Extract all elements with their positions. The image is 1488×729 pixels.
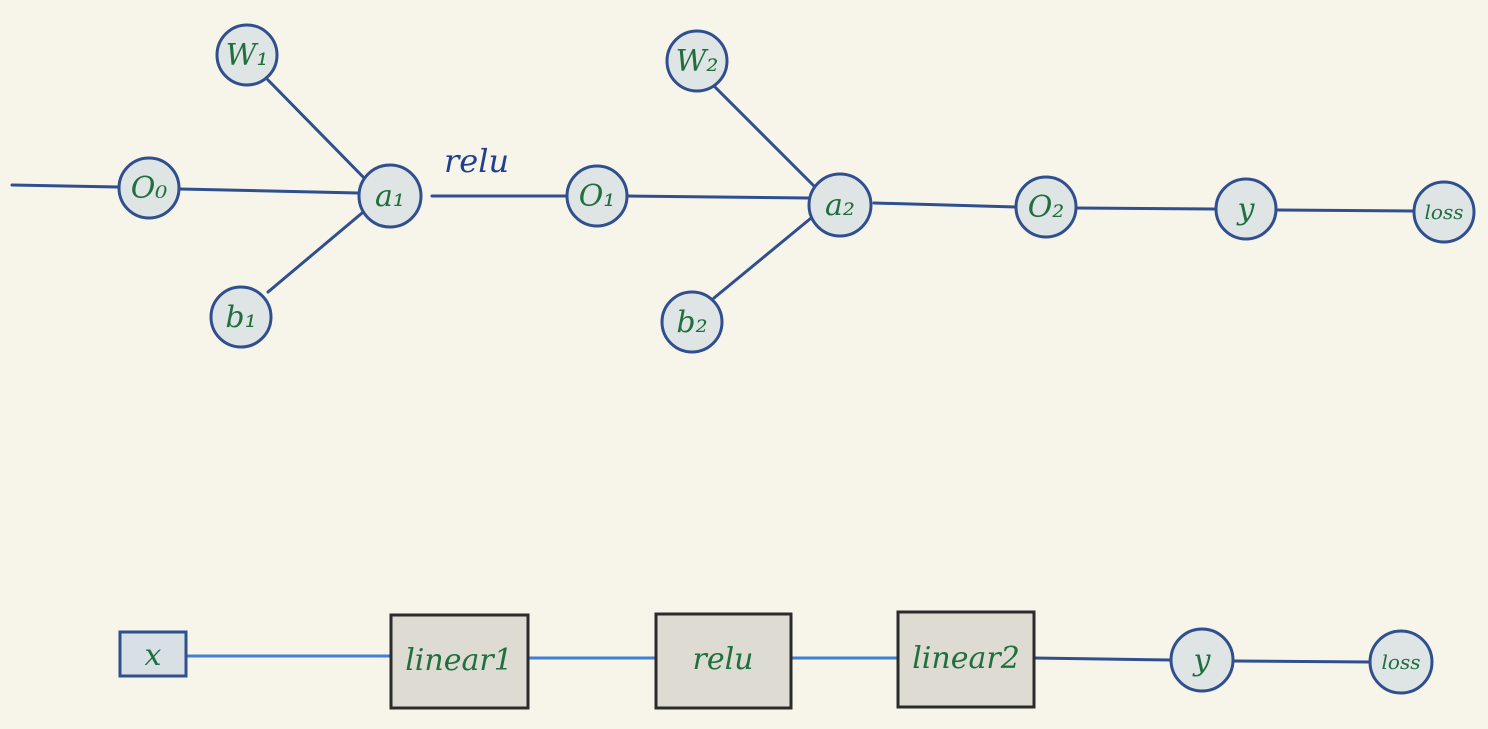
node-loss-top: loss bbox=[1412, 180, 1476, 244]
node-o2-label: O₂ bbox=[1028, 190, 1065, 225]
module-y: y bbox=[1169, 627, 1235, 693]
module-linear2-label: linear2 bbox=[912, 641, 1020, 676]
edge-w1-a1 bbox=[266, 78, 372, 186]
node-a2: a₂ bbox=[807, 172, 873, 238]
node-o1-label: O₁ bbox=[579, 179, 616, 214]
edge-linear2-y bbox=[1032, 656, 1172, 662]
module-linear2: linear2 bbox=[896, 610, 1036, 709]
edge-o0-a1 bbox=[178, 187, 360, 195]
edge-y-loss-bottom bbox=[1232, 659, 1372, 664]
edge-b1-a1 bbox=[266, 206, 370, 294]
edge-o2-y bbox=[1074, 206, 1216, 211]
node-b2-label: b₂ bbox=[676, 305, 707, 340]
edge-y-loss bbox=[1276, 208, 1414, 213]
node-w1: W₁ bbox=[215, 23, 279, 87]
module-loss: loss bbox=[1368, 629, 1434, 695]
node-y-top-label: y bbox=[1236, 192, 1256, 227]
node-w1-label: W₁ bbox=[226, 38, 269, 73]
edge-o1-a2 bbox=[626, 194, 810, 200]
module-graph-edges bbox=[186, 654, 1372, 664]
node-o0-label: O₀ bbox=[131, 171, 168, 206]
node-y-top: y bbox=[1214, 177, 1278, 241]
computational-graph-edges bbox=[10, 78, 1414, 300]
node-loss-top-label: loss bbox=[1425, 200, 1464, 224]
edge-input-o0 bbox=[10, 183, 120, 189]
relu-edge-label: relu bbox=[444, 142, 509, 180]
node-a1: a₁ bbox=[357, 163, 423, 229]
node-b1-label: b₁ bbox=[225, 300, 256, 335]
node-o0: O₀ bbox=[117, 156, 181, 220]
node-a2-label: a₂ bbox=[825, 188, 855, 223]
edge-b2-a2 bbox=[712, 212, 818, 300]
node-w2: W₂ bbox=[665, 29, 729, 93]
node-b1: b₁ bbox=[209, 285, 273, 349]
module-relu-label: relu bbox=[692, 642, 753, 677]
module-y-label: y bbox=[1192, 643, 1212, 678]
node-o1: O₁ bbox=[565, 164, 629, 228]
module-loss-label: loss bbox=[1382, 650, 1421, 674]
edge-w2-a2 bbox=[712, 84, 820, 192]
edge-a2-o2 bbox=[872, 201, 1018, 209]
module-x: x bbox=[118, 630, 188, 678]
module-x-label: x bbox=[145, 638, 162, 673]
node-b2: b₂ bbox=[660, 290, 724, 354]
module-relu: relu bbox=[654, 612, 793, 710]
node-a1-label: a₁ bbox=[375, 179, 405, 214]
module-linear1: linear1 bbox=[389, 613, 530, 710]
node-w2-label: W₂ bbox=[676, 44, 719, 79]
module-linear1-label: linear1 bbox=[405, 643, 513, 678]
node-o2: O₂ bbox=[1014, 175, 1078, 239]
